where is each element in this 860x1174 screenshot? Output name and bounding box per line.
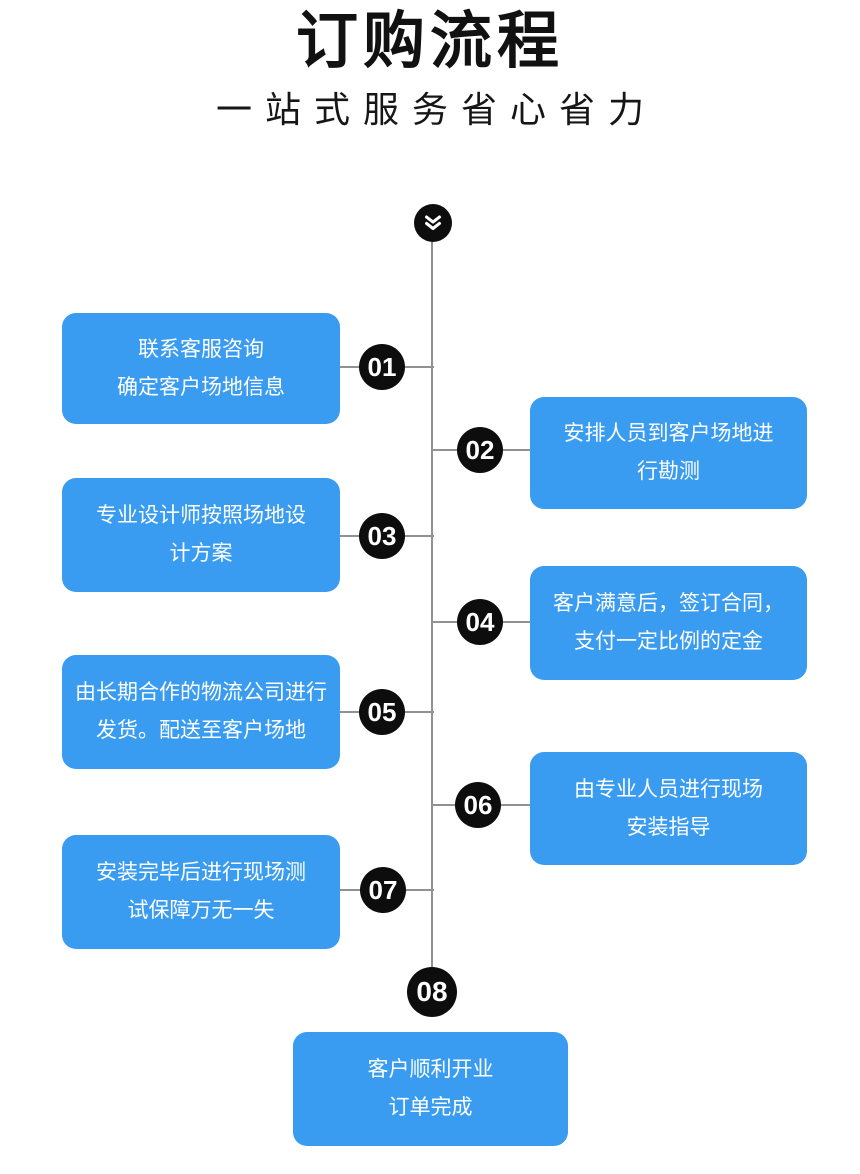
step-box-07: 安装完毕后进行现场测 试保障万无一失 xyxy=(62,835,340,949)
step-number-badge-01: 01 xyxy=(359,344,405,390)
step-number: 04 xyxy=(465,606,495,637)
step-text: 客户满意后，签订合同， 支付一定比例的定金 xyxy=(553,592,784,653)
step-box-06: 由专业人员进行现场 安装指导 xyxy=(530,752,807,865)
step-number-badge-04: 04 xyxy=(457,599,503,645)
step-number: 06 xyxy=(463,789,493,820)
step-number-badge-08: 08 xyxy=(407,967,457,1017)
step-text: 由专业人员进行现场 安装指导 xyxy=(574,777,763,839)
step-number-badge-05: 05 xyxy=(359,689,405,735)
start-node xyxy=(414,204,452,242)
step-number-badge-03: 03 xyxy=(359,513,405,559)
timeline-line xyxy=(431,240,433,975)
step-number: 05 xyxy=(367,696,397,727)
step-number-badge-02: 02 xyxy=(457,427,503,473)
step-box-03: 专业设计师按照场地设 计方案 xyxy=(62,478,340,592)
step-text: 由长期合作的物流公司进行 发货。配送至客户场地 xyxy=(75,681,327,742)
step-text: 专业设计师按照场地设 计方案 xyxy=(96,504,306,565)
step-box-05: 由长期合作的物流公司进行 发货。配送至客户场地 xyxy=(62,655,340,769)
step-text: 安装完毕后进行现场测 试保障万无一失 xyxy=(96,861,306,922)
double-chevron-down-icon xyxy=(425,215,441,231)
step-text: 联系客服咨询 确定客户场地信息 xyxy=(117,337,285,399)
step-number: 07 xyxy=(368,874,398,905)
step-number: 02 xyxy=(465,434,495,465)
step-number-badge-07: 07 xyxy=(360,867,406,913)
step-number: 08 xyxy=(416,976,448,1007)
step-box-04: 客户满意后，签订合同， 支付一定比例的定金 xyxy=(530,566,807,680)
step-number: 03 xyxy=(367,520,397,551)
step-box-02: 安排人员到客户场地进 行勘测 xyxy=(530,397,807,509)
page-subtitle: 一站式服务省心省力 xyxy=(215,89,657,130)
step-text: 客户顺利开业 订单完成 xyxy=(367,1058,494,1119)
step-number-badge-06: 06 xyxy=(455,782,501,828)
step-box-08: 客户顺利开业 订单完成 xyxy=(293,1032,568,1146)
step-number: 01 xyxy=(367,351,397,382)
step-text: 安排人员到客户场地进 行勘测 xyxy=(563,422,774,483)
page-title: 订购流程 xyxy=(295,7,564,76)
step-box-01: 联系客服咨询 确定客户场地信息 xyxy=(62,313,340,424)
